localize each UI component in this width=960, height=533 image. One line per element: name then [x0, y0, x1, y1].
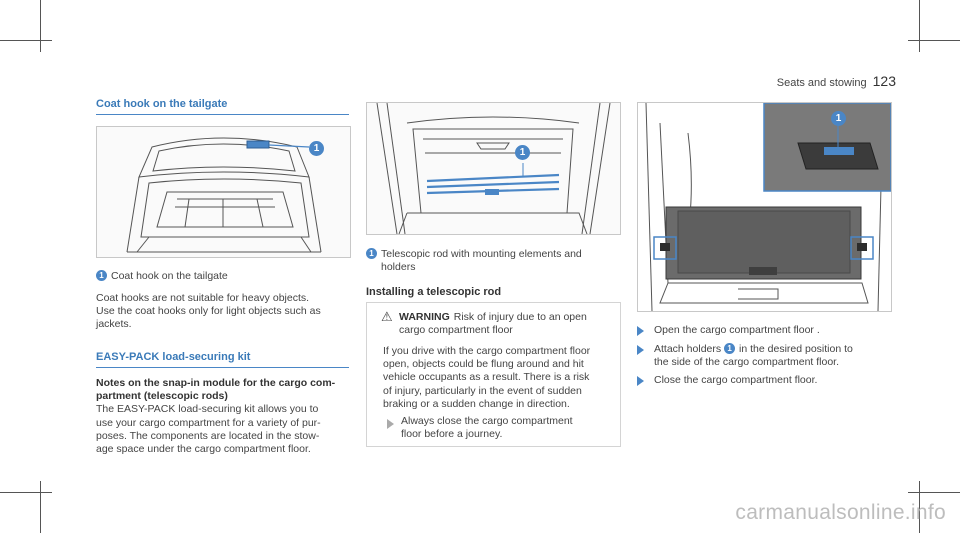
text-line: the side of the cargo compartment floor.	[654, 356, 840, 369]
text-line: poses. The components are located in the…	[96, 429, 320, 442]
caption-number: 1	[96, 270, 107, 281]
cargo-floor-illustration	[645, 103, 891, 311]
column-1: Coat hook on the tailgate	[96, 98, 349, 115]
section-name: Seats and stowing	[776, 77, 867, 89]
caption-number: 1	[366, 248, 377, 259]
holder-detail-highlight	[824, 147, 854, 155]
figure-callout: 1	[831, 111, 846, 126]
caption-text: Telescopic rod with mounting elements an…	[381, 248, 582, 260]
figure-telescopic-rod: 1	[366, 102, 621, 235]
figure-caption: 1 Telescopic rod with mounting elements a…	[366, 248, 619, 274]
tailgate-illustration	[126, 137, 322, 253]
text-line: use your cargo compartment for a variety…	[96, 416, 321, 429]
text-line: If you drive with the cargo compartment …	[383, 345, 591, 357]
warning-title: WARNING	[399, 311, 450, 323]
step-arrow-icon	[637, 326, 644, 336]
holder-right-highlight	[850, 236, 874, 260]
cargo-rod-illustration	[376, 103, 611, 234]
warning-subtitle: Risk of injury due to an open	[453, 311, 587, 323]
step-arrow-icon	[637, 345, 644, 355]
text-line: floor before a journey.	[401, 428, 503, 441]
warning-step: Always close the cargo compartment floor…	[401, 415, 611, 441]
running-head: Seats and stowing 123	[777, 73, 896, 89]
text-line: Always close the cargo compartment	[401, 415, 573, 427]
figure-coat-hook: 1	[96, 126, 351, 258]
text-line: Coat hooks are not suitable for heavy ob…	[96, 292, 310, 304]
caption-text: holders	[381, 261, 416, 273]
text-line: Attach holders	[654, 343, 722, 355]
text-line: open, objects could be flung around and …	[383, 358, 584, 371]
text-line: The EASY-PACK load-securing kit allows y…	[96, 403, 319, 416]
easypack-paragraph: Notes on the snap-in module for the carg…	[96, 377, 349, 456]
step-arrow-icon	[387, 419, 394, 429]
crop-mark	[908, 40, 960, 41]
warning-subtitle: cargo compartment floor	[399, 324, 513, 337]
crop-mark	[40, 0, 41, 52]
warning-body: If you drive with the cargo compartment …	[383, 345, 615, 411]
step-open-floor: Open the cargo compartment floor .	[654, 324, 820, 336]
section-title: EASY-PACK load-securing kit	[96, 351, 349, 368]
crop-mark	[908, 492, 960, 493]
figure-callout: 1	[309, 141, 324, 156]
text-line: vehicle occupants as a result. There is …	[383, 371, 590, 384]
step-close-floor: Close the cargo compartment floor.	[654, 374, 818, 386]
rod-mount	[485, 189, 499, 195]
text-line: jackets.	[96, 318, 132, 331]
inline-callout: 1	[724, 343, 736, 354]
text-line: age space under the cargo compartment fl…	[96, 443, 311, 456]
subhead-line: Notes on the snap-in module for the carg…	[96, 377, 336, 389]
crop-mark	[919, 0, 920, 52]
section-easypack: EASY-PACK load-securing kit	[96, 351, 349, 368]
figure-caption: 1 Coat hook on the tailgate	[96, 270, 349, 283]
warning-icon: ⚠	[381, 309, 393, 324]
caption-text: Coat hook on the tailgate	[111, 270, 228, 282]
coat-hook-paragraph: Coat hooks are not suitable for heavy ob…	[96, 292, 349, 332]
watermark: carmanualsonline.info	[735, 501, 946, 524]
text-line: of injury, particularly in the event of …	[383, 384, 582, 397]
holder-left-highlight	[653, 236, 677, 260]
crop-mark	[0, 40, 52, 41]
section-title: Coat hook on the tailgate	[96, 98, 349, 115]
figure-cargo-floor: 1	[637, 102, 892, 312]
heading-install-rod: Installing a telescopic rod	[366, 286, 502, 298]
crop-mark	[40, 481, 41, 533]
text-line: braking or a sudden change in direction.	[383, 397, 570, 410]
crop-mark	[0, 492, 52, 493]
subhead-line: partment (telescopic rods)	[96, 390, 228, 403]
step-arrow-icon	[637, 376, 644, 386]
crop-mark	[919, 481, 920, 533]
coat-hook-highlight	[246, 140, 270, 149]
text-line: in the desired position to	[739, 343, 853, 355]
page-number: 123	[872, 73, 896, 89]
figure-callout: 1	[515, 145, 530, 160]
text-line: Use the coat hooks only for light object…	[96, 305, 321, 318]
